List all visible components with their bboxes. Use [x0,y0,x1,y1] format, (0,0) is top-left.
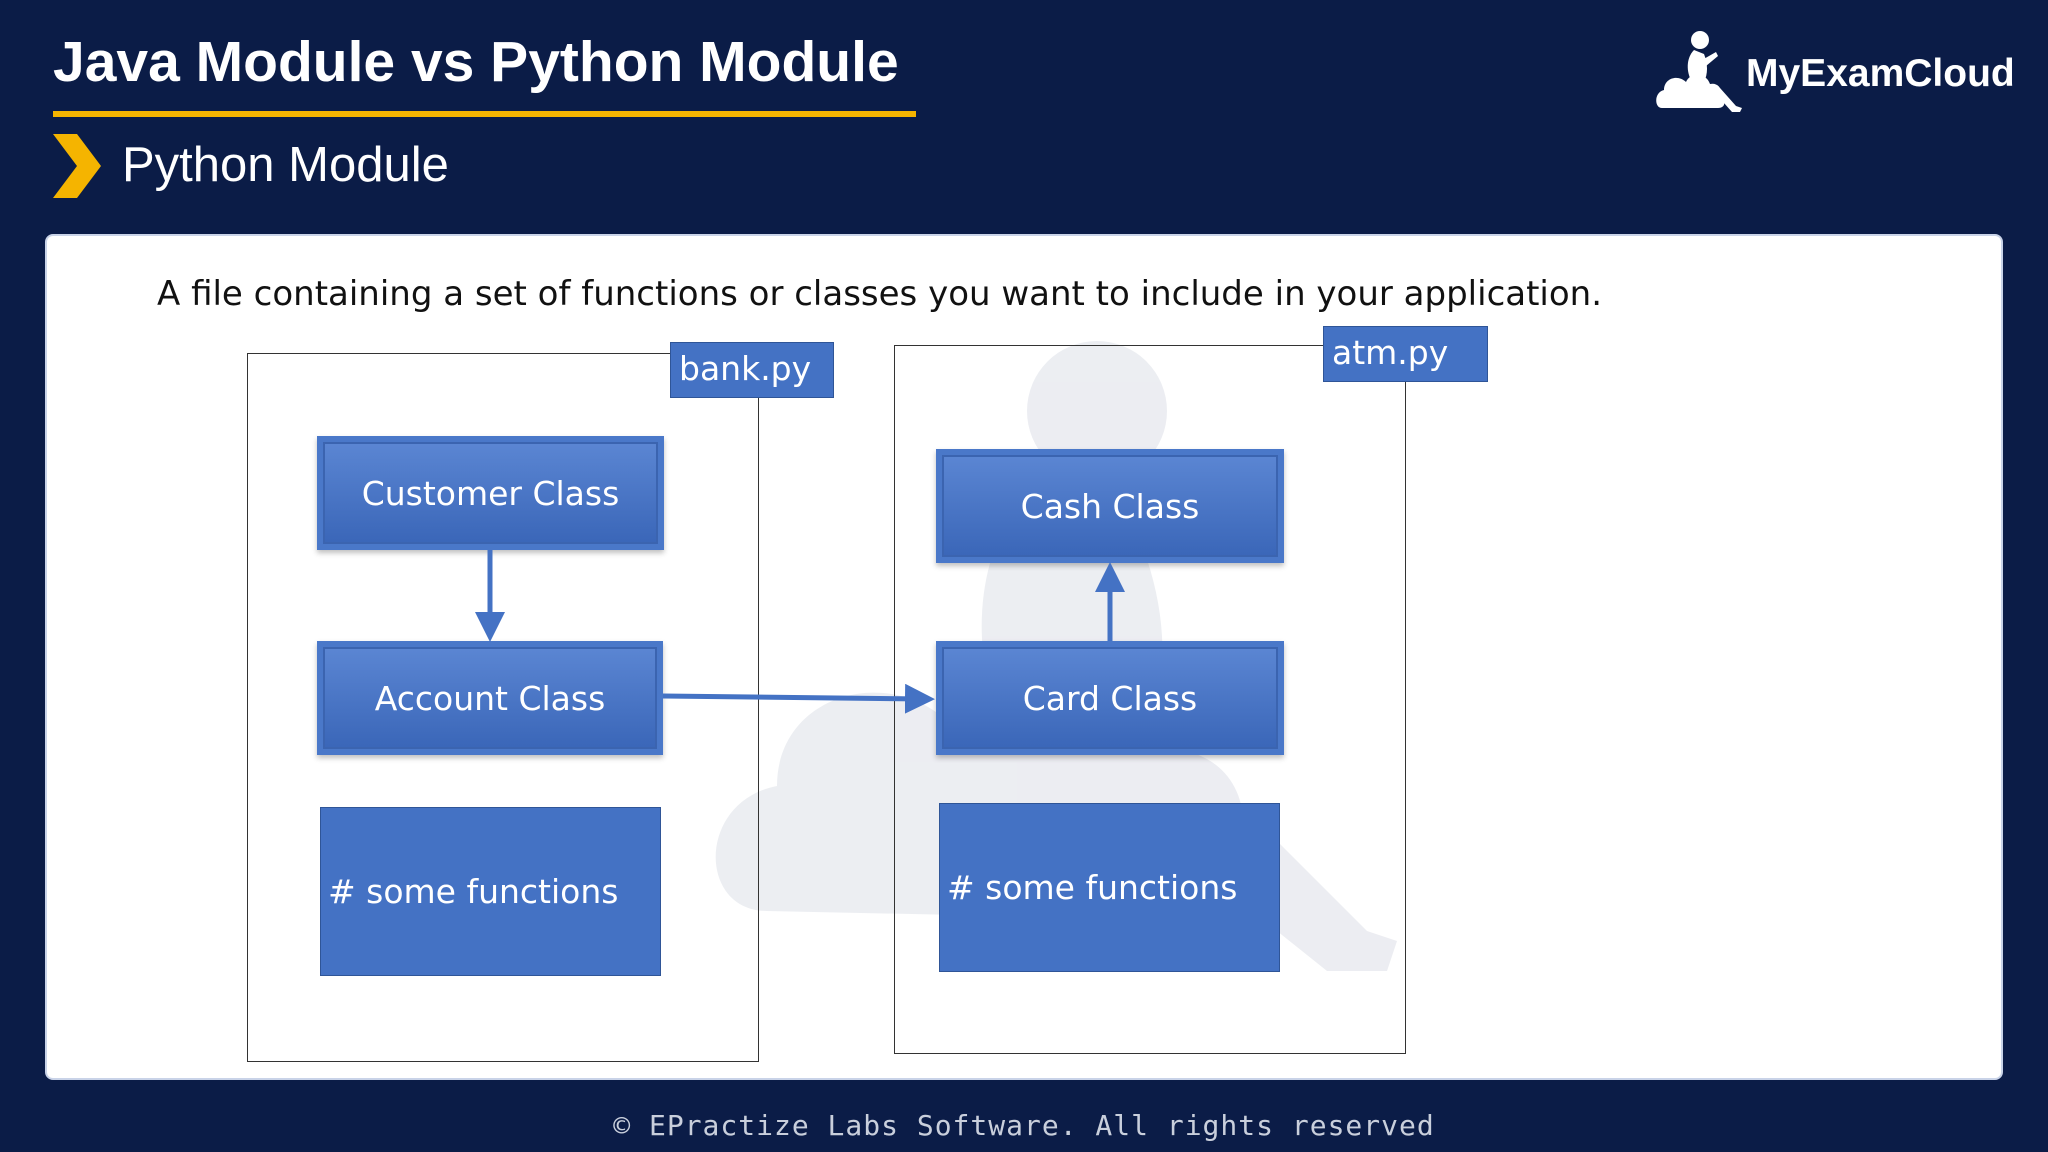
title-underline [53,111,916,117]
file-label-atm: atm.py [1323,326,1488,382]
reader-on-cloud-icon [1656,31,1742,112]
arrow-account-to-card [662,683,935,714]
functions-box-atm: # some functions [939,803,1280,972]
brand-name: MyExamCloud [1746,52,2015,95]
content-panel: A file containing a set of functions or … [45,234,2003,1080]
intro-text: A file containing a set of functions or … [157,274,1603,314]
relationship-arrows [475,550,1125,714]
chevron-right-icon [53,134,101,198]
class-box-card: Card Class [936,641,1284,755]
class-box-cash: Cash Class [936,449,1284,563]
slide-subtitle: Python Module [122,138,449,192]
file-label-bank: bank.py [670,342,834,398]
slide-title: Java Module vs Python Module [53,30,899,94]
functions-box-bank: # some functions [320,807,661,976]
footer-copyright: © EPractize Labs Software. All rights re… [613,1109,1435,1142]
brand-logo: MyExamCloud [1656,28,2016,120]
class-box-customer: Customer Class [317,436,664,550]
class-box-account: Account Class [317,641,663,755]
module-frame-bank [247,353,759,1062]
